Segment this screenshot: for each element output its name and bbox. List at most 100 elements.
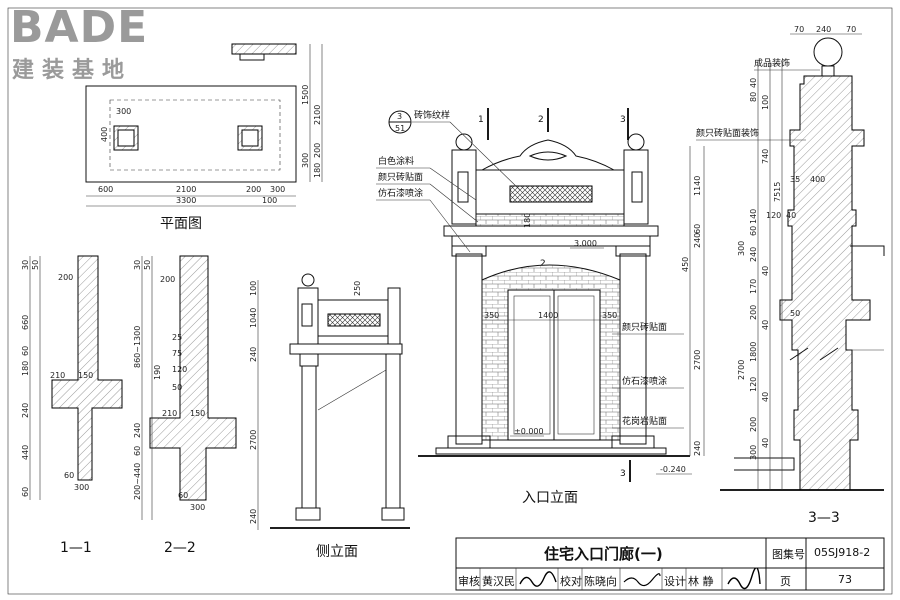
sheet-border bbox=[7, 7, 893, 595]
s1-dim: 180 bbox=[21, 361, 30, 376]
s3-dim: 1800 bbox=[749, 342, 758, 362]
s3-dim: 40 bbox=[761, 320, 770, 330]
plan-dim: 200 bbox=[246, 185, 261, 194]
plan-dim: 400 bbox=[100, 127, 109, 142]
s2-dim: 50 bbox=[143, 260, 152, 270]
s3-dim: 40 bbox=[786, 211, 796, 220]
s2-dim: 300 bbox=[190, 503, 205, 512]
annotation-label: 成品装饰 bbox=[754, 57, 790, 69]
front-dim: 350 bbox=[484, 311, 499, 320]
plan-dim: 300 bbox=[116, 107, 131, 116]
section-mark: 3 bbox=[620, 469, 626, 479]
section-2-2-title: 2—2 bbox=[164, 540, 196, 556]
s3-dim: 100 bbox=[761, 95, 770, 110]
plan-dim: 300 bbox=[270, 185, 285, 194]
reviewer-name: 黄汉民 bbox=[482, 575, 515, 588]
s3-dim: 2700 bbox=[737, 360, 746, 380]
s1-dim: 300 bbox=[74, 483, 89, 492]
plan-dim: 1500 bbox=[301, 85, 310, 105]
detail-ref-bottom: 51 bbox=[395, 124, 405, 133]
front-dim: 2700 bbox=[693, 350, 702, 370]
s2-dim: 150 bbox=[190, 409, 205, 418]
page-number: 73 bbox=[838, 573, 852, 586]
side-dim: 2700 bbox=[249, 430, 258, 450]
side-dim: 240 bbox=[249, 347, 258, 362]
s1-dim: 440 bbox=[21, 445, 30, 460]
s3-dim: 40 bbox=[749, 78, 758, 88]
plan-title: 平面图 bbox=[160, 216, 202, 232]
s1-dim: 200 bbox=[58, 273, 73, 282]
section-mark: 1 bbox=[478, 115, 484, 125]
side-elevation-title: 侧立面 bbox=[316, 544, 358, 560]
s3-dim: 40 bbox=[761, 392, 770, 402]
s2-dim: 240 bbox=[133, 423, 142, 438]
plan-dim: 3300 bbox=[176, 196, 196, 205]
front-dim: 1140 bbox=[693, 176, 702, 196]
s3-dim: 400 bbox=[810, 175, 825, 184]
s3-dim: 60 bbox=[749, 226, 758, 236]
s3-dim: 80 bbox=[749, 92, 758, 102]
s1-dim: 60 bbox=[64, 471, 74, 480]
plan-view: 300 400 600 2100 200 300 3300 100 1500 2… bbox=[85, 43, 323, 232]
annotation-label: 仿石漆喷涂 bbox=[378, 187, 423, 199]
brand-logo-text: BADE bbox=[10, 2, 149, 53]
s3-dim: 200 bbox=[749, 305, 758, 320]
s3-dim: 740 bbox=[761, 149, 770, 164]
front-dim: 240 bbox=[693, 233, 702, 248]
section-1-1: 30 50 200 660 60 180 210 150 240 440 60 … bbox=[21, 255, 123, 556]
designer-name: 林 静 bbox=[688, 575, 714, 588]
side-dim: 240 bbox=[249, 509, 258, 524]
side-elevation: 100 1040 240 2700 240 250 侧立面 bbox=[249, 273, 410, 560]
ornamental-lattice bbox=[509, 185, 593, 203]
review-label: 审核 bbox=[458, 575, 480, 588]
plan-dim: 180 bbox=[313, 163, 322, 178]
s3-dim: 240 bbox=[816, 25, 831, 34]
front-dim: 1400 bbox=[538, 311, 558, 320]
level-mark: 3.000 bbox=[574, 239, 597, 248]
annotation-label: 颜只砖贴面装饰 bbox=[696, 127, 759, 139]
design-label: 设计 bbox=[664, 575, 686, 588]
plan-dim: 2100 bbox=[176, 185, 196, 194]
check-label: 校对 bbox=[560, 575, 582, 588]
atlas-number: 05SJ918-2 bbox=[814, 546, 871, 559]
s2-dim: 75 bbox=[172, 349, 182, 358]
plan-dim: 200 bbox=[313, 143, 322, 158]
s2-dim: 60 bbox=[133, 446, 142, 456]
s1-dim: 240 bbox=[21, 403, 30, 418]
s3-dim: 140 bbox=[749, 209, 758, 224]
section-3-3-title: 3—3 bbox=[808, 510, 840, 526]
checker-name: 陈晓向 bbox=[584, 575, 617, 588]
s2-dim: 60 bbox=[178, 491, 188, 500]
reviewer-signature bbox=[519, 571, 557, 587]
s3-dim: 40 bbox=[761, 438, 770, 448]
s1-dim: 210 bbox=[50, 371, 65, 380]
atlas-number-label: 图集号 bbox=[772, 548, 805, 561]
annotation-label: 颜只砖贴面 bbox=[622, 321, 667, 333]
s3-dim: 240 bbox=[749, 247, 758, 262]
s3-dim: 300 bbox=[737, 241, 746, 256]
s1-dim: 660 bbox=[21, 315, 30, 330]
side-dim: 250 bbox=[353, 281, 362, 296]
s3-dim: 300 bbox=[749, 445, 758, 460]
front-dim: 60 bbox=[693, 224, 702, 234]
front-elevation-title: 入口立面 bbox=[522, 490, 578, 506]
section-mark: 2 bbox=[540, 259, 546, 269]
drawing-title: 住宅入口门廊(一) bbox=[544, 545, 663, 563]
annotation-label: 砖饰纹样 bbox=[414, 109, 450, 121]
annotation-label: 白色涂料 bbox=[378, 155, 414, 167]
s3-dim: 200 bbox=[749, 417, 758, 432]
front-dim: 240 bbox=[693, 441, 702, 456]
s3-dim: 40 bbox=[761, 266, 770, 276]
s3-dim: 120 bbox=[749, 377, 758, 392]
s2-dim: 200 bbox=[160, 275, 175, 284]
s3-dim: 50 bbox=[790, 309, 800, 318]
s2-dim: 30 bbox=[133, 260, 142, 270]
level-mark: ±0.000 bbox=[514, 427, 544, 436]
s3-dim: 70 bbox=[794, 25, 804, 34]
finial-ornament bbox=[813, 37, 843, 67]
side-dim: 1040 bbox=[249, 308, 258, 328]
s1-dim: 30 bbox=[21, 260, 30, 270]
front-dim: 180 bbox=[523, 213, 532, 228]
level-mark: -0.240 bbox=[660, 465, 686, 474]
